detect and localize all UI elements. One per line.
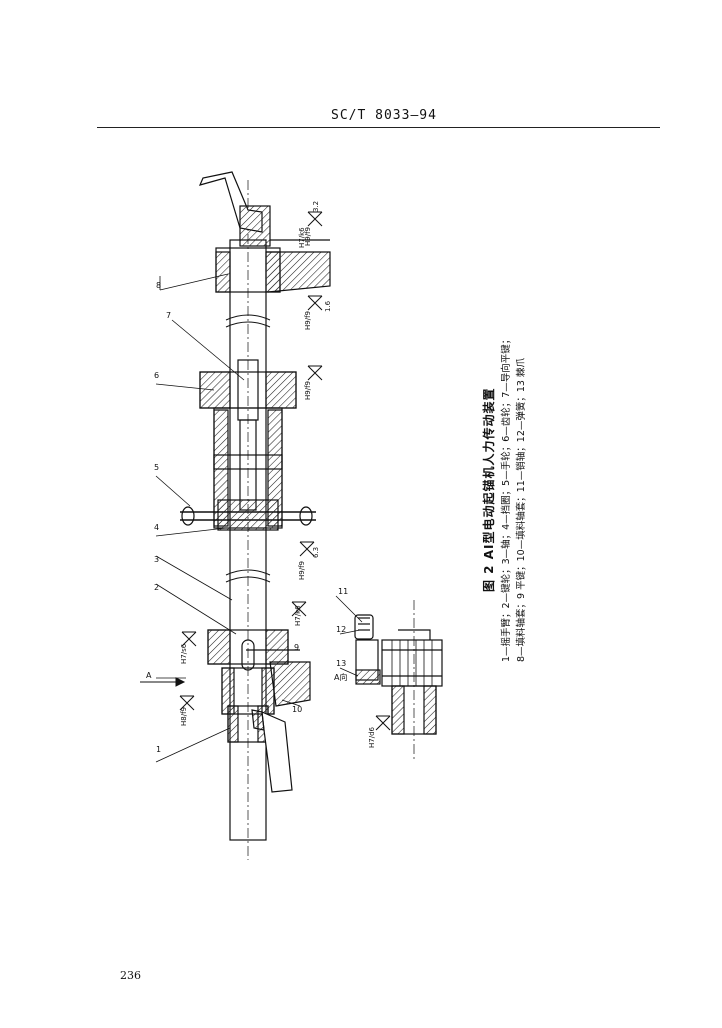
fit-h7-k6: H7/k6: [294, 605, 302, 626]
part-label-2: 2: [154, 583, 159, 592]
fit-h8-f9: H8/f9: [180, 707, 188, 726]
part-label-4: 4: [154, 523, 159, 532]
bottom-crank-arm: [251, 709, 293, 793]
part-label-10: 10: [292, 705, 302, 714]
roughness-3-2: 3.2: [312, 201, 320, 212]
roughness-symbols: [179, 211, 391, 731]
roughness-1-6: 1.6: [324, 300, 332, 312]
roughness-6-3: 6.3: [312, 547, 320, 558]
fit-h9-f9-c: H9/f9: [304, 311, 312, 330]
part-label-12: 12: [336, 625, 346, 634]
key-sleeve: [213, 407, 283, 529]
section-arrow-a: [140, 677, 186, 687]
part-label-5: 5: [154, 463, 159, 472]
figure-title: 图 2 AⅠ型电动起锚机人力传动装置: [482, 387, 496, 592]
standard-code: SC/T 8033—94: [331, 108, 437, 123]
fit-h9-f9-a: H9/f9: [298, 561, 306, 580]
figure-legend-line-2: 8—填料轴套；9 平键；10—填料轴套；11—销轴；12—弹簧；13 棘爪: [516, 358, 527, 662]
ratchet-detail-view: [354, 600, 443, 760]
part-label-3: 3: [154, 555, 159, 564]
lower-bearing: [221, 661, 311, 743]
part-label-11: 11: [338, 587, 348, 596]
part-label-6: 6: [154, 371, 159, 380]
part-label-13: 13: [336, 659, 346, 668]
leader-lines: [155, 273, 363, 763]
part-label-9: 9: [294, 643, 299, 652]
key-wheel-2: [207, 629, 300, 671]
fit-h7-k6-top: H7/k6: [298, 227, 306, 248]
figure-legend-line-1: 1—摇手臂；2—键轮；3—轴；4—挡圈；5—手轮；6—齿轮；7—导向平键；: [501, 334, 512, 662]
part-label-7: 7: [166, 311, 171, 320]
part-label-8: 8: [156, 281, 161, 290]
fit-h7-d6: H7/d6: [368, 726, 376, 748]
section-label-a: A: [146, 671, 152, 680]
fit-h9-f9-d: H9/f9: [304, 227, 312, 246]
hand-wheel-5: [180, 499, 316, 531]
section-view-label: A向: [334, 672, 347, 682]
top-crank-arm: [198, 171, 331, 293]
fit-h7-s6: H7/s6: [180, 643, 188, 664]
part-numbers: 1 2 3 4 5 6 7 8 9 10 11 12 13 A A向: [146, 281, 348, 754]
header-rule: [97, 127, 660, 128]
page-number: 236: [120, 969, 141, 982]
fit-h9-f9-b: H9/f9: [304, 381, 312, 400]
part-label-1: 1: [156, 745, 161, 754]
fit-annotations: H7/s6 H8/f9 H7/k6 H9/f9 H9/f9 H9/f9 H9/f…: [180, 201, 376, 748]
